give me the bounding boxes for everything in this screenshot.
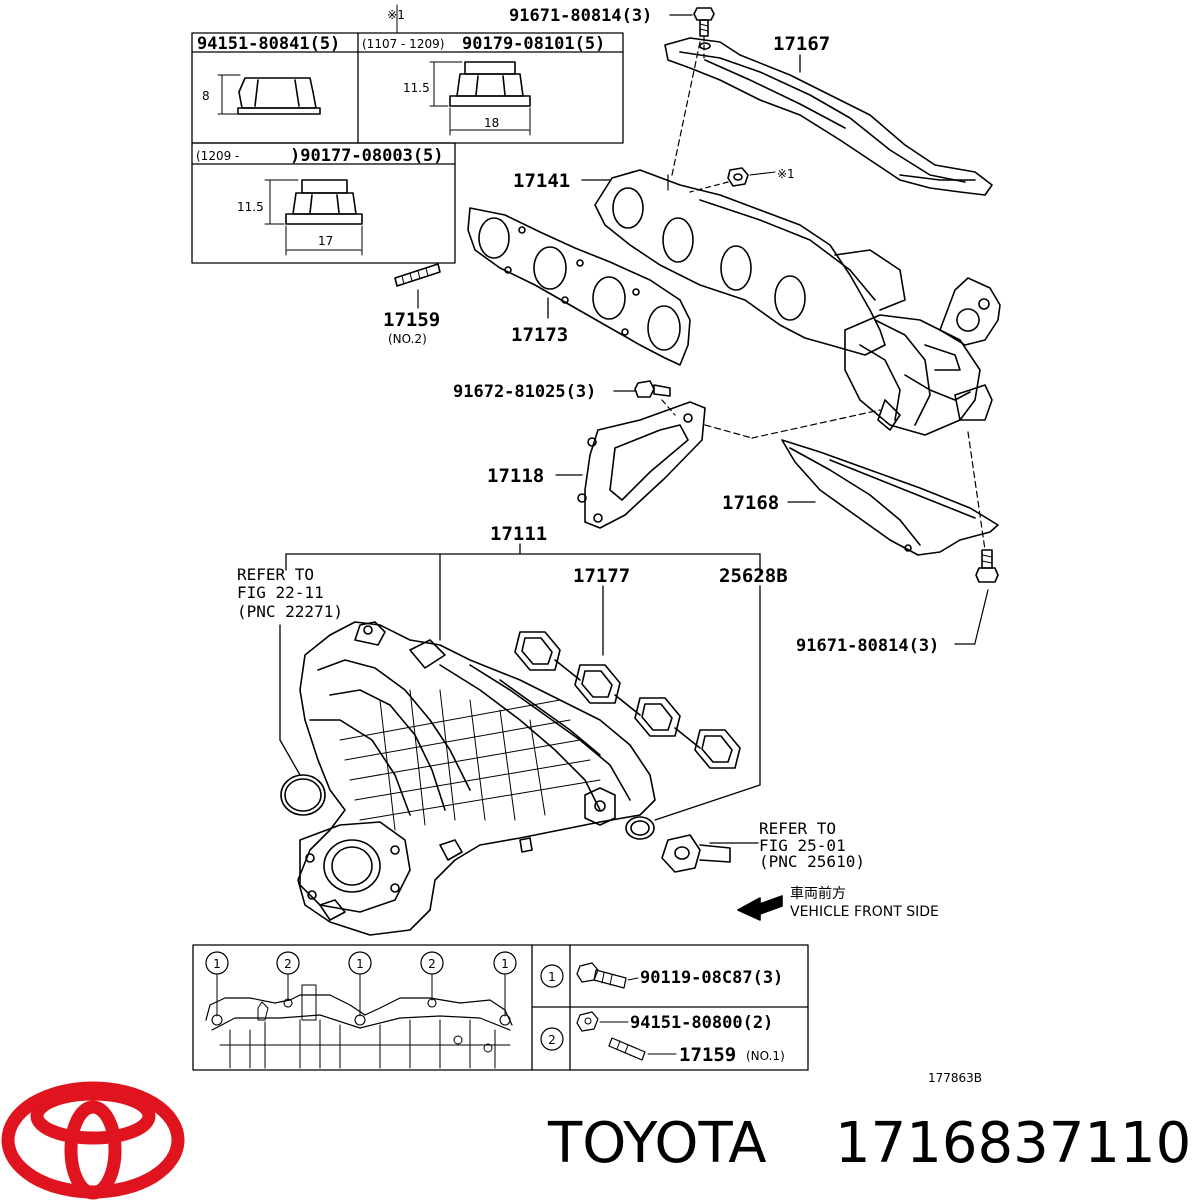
callout-bolt-lower: 91671-80814(3) bbox=[796, 636, 939, 656]
callout-nut-mark: ※1 bbox=[777, 167, 795, 181]
heat-insulator-upper bbox=[664, 37, 993, 196]
stud-bolt-icon bbox=[394, 263, 441, 309]
legend-circle-5: 1 bbox=[501, 957, 509, 971]
dim-8: 8 bbox=[202, 89, 210, 103]
dim-11-5-a: 11.5 bbox=[403, 81, 430, 95]
inset-part-a: 94151-80841(5) bbox=[197, 34, 340, 54]
legend-row2-part-a: 94151-80800(2) bbox=[630, 1013, 773, 1033]
flange-nut-icon bbox=[264, 179, 363, 256]
inset-part-b: 90179-08101(5) bbox=[462, 34, 605, 54]
front-note-jp: 車両前方 bbox=[790, 885, 846, 902]
callout-bolt-top: 91671-80814(3) bbox=[509, 6, 652, 26]
callout-bolt-mid: 91672-81025(3) bbox=[453, 382, 596, 402]
bolt-position-legend bbox=[192, 944, 809, 1071]
refer-a-line2: FIG 22-11 bbox=[237, 583, 324, 602]
callout-17141: 17141 bbox=[513, 170, 570, 192]
bolt-icon bbox=[974, 549, 999, 644]
intake-leader-bracket bbox=[279, 543, 761, 844]
heat-insulator-lower bbox=[781, 439, 999, 556]
egr-pipe-connector bbox=[661, 834, 731, 873]
legend-circle-1: 1 bbox=[213, 957, 221, 971]
brand-name: TOYOTA bbox=[547, 1111, 767, 1176]
callout-17111: 17111 bbox=[490, 523, 547, 545]
bolt-icon bbox=[634, 380, 676, 416]
exhaust-manifold bbox=[594, 169, 1001, 436]
dim-11-5-b: 11.5 bbox=[237, 200, 264, 214]
leader-lines bbox=[547, 14, 976, 645]
legend-circle-2: 2 bbox=[284, 957, 292, 971]
front-note-en: VEHICLE FRONT SIDE bbox=[790, 904, 939, 920]
refer-b-line2: FIG 25-01 bbox=[759, 836, 846, 855]
fastener-inset-box bbox=[191, 4, 624, 264]
inset-part-c: )90177-08003(5) bbox=[290, 146, 444, 166]
intake-manifold-gasket bbox=[514, 631, 741, 769]
inset-mark: ※1 bbox=[387, 8, 405, 22]
legend-row2-sub: (NO.1) bbox=[746, 1049, 785, 1063]
flange-nut-icon bbox=[429, 61, 531, 136]
small-gasket-25628b bbox=[625, 816, 655, 840]
refer-a-line3: (PNC 22271) bbox=[237, 602, 343, 621]
dim-18: 18 bbox=[484, 116, 499, 130]
flange-nut-icon bbox=[217, 74, 321, 115]
callout-17118: 17118 bbox=[487, 465, 544, 487]
callout-17177: 17177 bbox=[573, 565, 630, 587]
part-number: 1716837110 bbox=[835, 1111, 1191, 1176]
refer-a-line1: REFER TO bbox=[237, 565, 314, 584]
legend-row1-part: 90119-08C87(3) bbox=[640, 968, 783, 988]
legend-circle-3: 1 bbox=[356, 957, 364, 971]
nut-icon bbox=[689, 167, 776, 193]
intake-manifold bbox=[297, 621, 656, 936]
inset-range-a: (1107 - 1209) bbox=[362, 37, 444, 51]
dim-17: 17 bbox=[318, 234, 333, 248]
vehicle-front-arrow bbox=[737, 895, 783, 921]
legend-row2-part-b: 17159 bbox=[679, 1044, 736, 1066]
refer-b-line3: (PNC 25610) bbox=[759, 852, 865, 871]
callout-17167: 17167 bbox=[773, 33, 830, 55]
toyota-logo bbox=[1, 1081, 185, 1200]
figure-id: 177863B bbox=[928, 1071, 982, 1085]
refer-b-line1: REFER TO bbox=[759, 819, 836, 838]
manifold-stay bbox=[577, 401, 706, 529]
legend-row1-num: 1 bbox=[548, 970, 556, 984]
callout-25628b: 25628B bbox=[719, 565, 788, 587]
callout-17168: 17168 bbox=[722, 492, 779, 514]
callout-17173: 17173 bbox=[511, 324, 568, 346]
callout-17159-no2: 17159 bbox=[383, 309, 440, 331]
inset-range-c: (1209 - bbox=[196, 149, 239, 163]
o-ring-gasket bbox=[280, 774, 326, 816]
exhaust-manifold-gasket bbox=[467, 207, 691, 366]
legend-circle-4: 2 bbox=[428, 957, 436, 971]
callout-17159-sub: (NO.2) bbox=[388, 332, 427, 346]
legend-row2-num: 2 bbox=[548, 1033, 556, 1047]
